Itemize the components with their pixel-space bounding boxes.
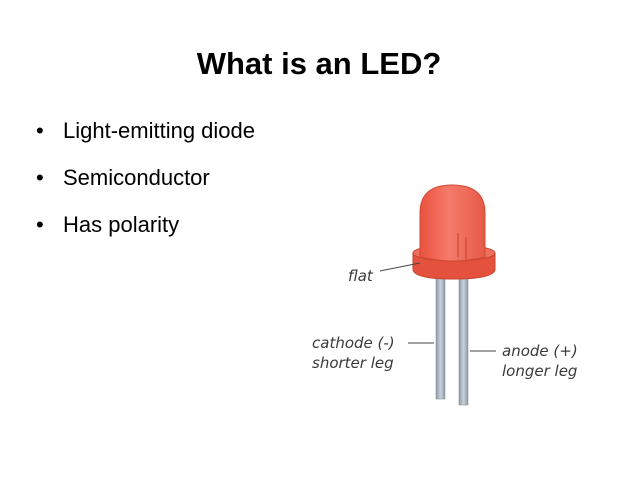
led-diagram: flat cathode (-) shorter leg anode (+) l… [308,181,602,421]
bullet-dot-icon: • [36,212,44,237]
bullet-text: Light-emitting diode [63,118,256,143]
anode-leg [458,272,469,406]
bullet-list: • Light-emitting diode • Semiconductor •… [34,116,255,257]
bullet-text: Semiconductor [63,165,210,190]
flat-leader-line [379,262,421,272]
cathode-label-1: cathode (-) [312,334,395,352]
led-dome [419,184,486,262]
anode-label-2: longer leg [502,362,577,380]
bullet-text: Has polarity [63,212,180,237]
slide-title: What is an LED? [196,46,442,81]
cathode-leg [435,272,446,400]
bullet-dot-icon: • [36,118,44,143]
cathode-label-2: shorter leg [312,354,394,372]
flat-label: flat [348,267,374,285]
bullet-dot-icon: • [36,165,44,190]
bullet-item: • Has polarity [34,210,255,239]
bullet-item: • Semiconductor [34,163,255,192]
anode-label-1: anode (+) [502,342,578,360]
led-diagram-svg: flat cathode (-) shorter leg anode (+) l… [312,184,578,406]
bullet-item: • Light-emitting diode [34,116,255,145]
